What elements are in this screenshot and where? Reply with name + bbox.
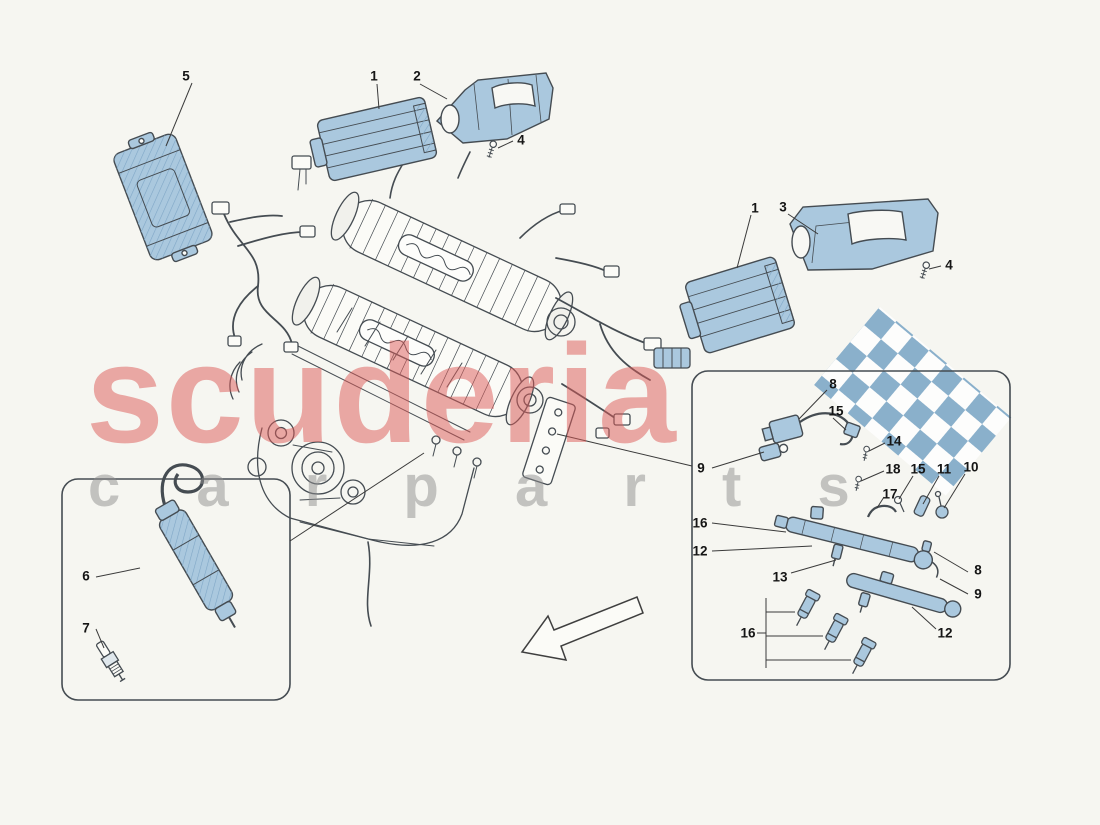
- mounting-plate: [522, 396, 576, 486]
- blue-connector: [653, 347, 691, 369]
- part-ecu-1-top: [309, 96, 438, 182]
- part-airbox-2: [435, 72, 554, 144]
- part-ecu-5: [113, 131, 213, 263]
- part-sensor-8: [758, 412, 861, 462]
- inset-box-injection: [691, 370, 1011, 681]
- engine-line-art: [211, 151, 691, 627]
- screw-4-right-icon: [919, 261, 931, 279]
- part-ecu-1-right: [679, 256, 795, 354]
- leader-lines: [95, 82, 969, 668]
- part-spark-plug-7: [95, 640, 126, 683]
- part-cover-3: [789, 198, 939, 271]
- direction-arrow: [520, 596, 644, 661]
- part-ignition-coil-6: [154, 499, 237, 629]
- pipe-17: [866, 504, 897, 518]
- screw-18-icon: [854, 475, 862, 491]
- part-injectors-16: [796, 588, 877, 674]
- part-fuel-rail-lower: [846, 570, 962, 618]
- screw-4-top-icon: [486, 140, 498, 158]
- screw-14-icon: [862, 445, 870, 461]
- part-valve-10: [934, 490, 949, 519]
- part-sensor-11: [913, 495, 931, 517]
- harness-right: [555, 257, 651, 421]
- harness-left: [223, 213, 305, 345]
- coil-cable: [160, 463, 205, 507]
- checker-flag-watermark: [814, 306, 1012, 496]
- intake-plenum-lower: [291, 276, 535, 426]
- part-fuel-rail-upper: [773, 505, 939, 578]
